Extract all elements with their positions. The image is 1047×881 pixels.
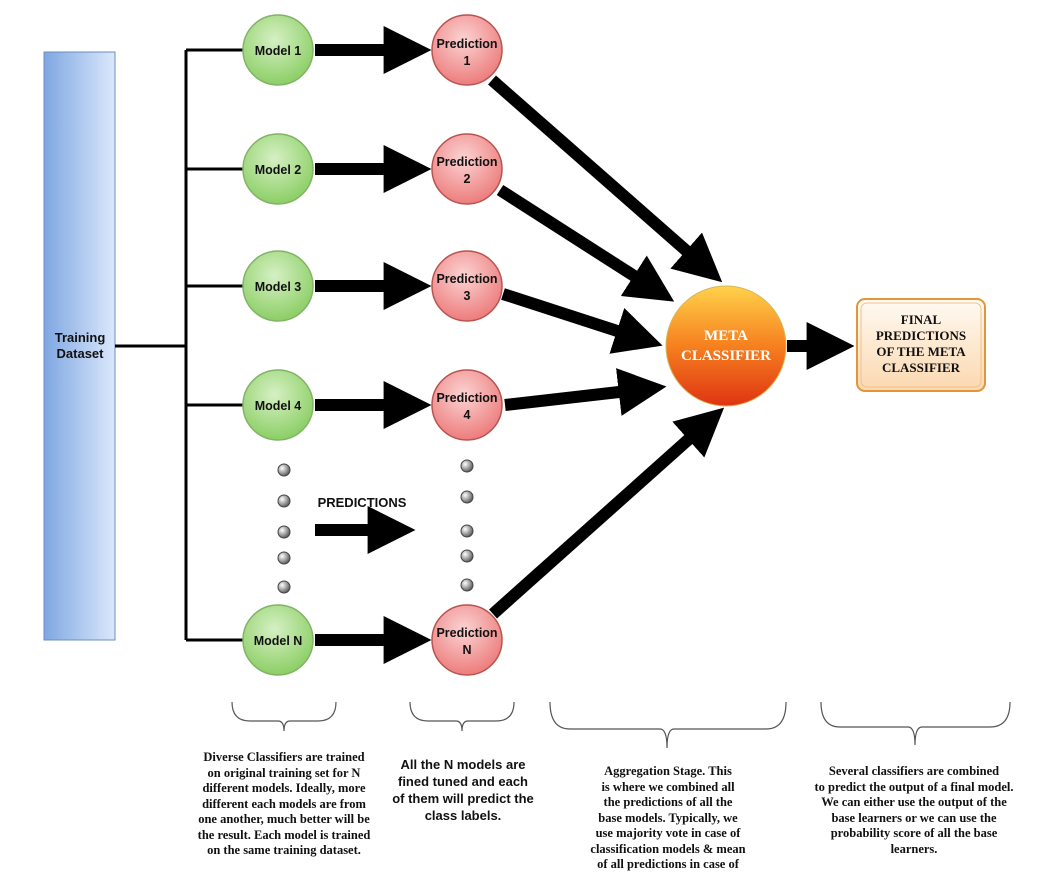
model-node-label: Model 1 <box>255 44 302 58</box>
prediction-node-label-line2: 4 <box>464 408 471 422</box>
final-predictions-line1: FINAL <box>901 312 942 327</box>
predictions-caption: All the N models are fined tuned and eac… <box>392 757 534 823</box>
final-predictions-box: FINAL PREDICTIONS OF THE META CLASSIFIER <box>856 298 986 392</box>
prediction-node-label-line1: Prediction <box>436 391 497 405</box>
aggregation-brace <box>549 701 787 749</box>
prediction-node-label-line1: Prediction <box>436 272 497 286</box>
model-node-label: Model N <box>254 634 303 648</box>
predictions-label: PREDICTIONS <box>318 495 407 510</box>
prediction-node-label-line1: Prediction <box>436 626 497 640</box>
prediction-node-3: Prediction 3 <box>431 250 503 322</box>
final-predictions-line4: CLASSIFIER <box>882 360 961 375</box>
meta-classifier-label-line1: META <box>704 328 748 344</box>
model-node-1: Model 1 <box>242 14 314 86</box>
prediction-node-label-line1: Prediction <box>436 37 497 51</box>
prediction-node-label-line2: 2 <box>464 172 471 186</box>
model-to-prediction-arrows <box>315 26 432 664</box>
models-caption: Diverse Classifiers are trained on origi… <box>197 750 371 857</box>
meta-classifier-label-line2: CLASSIFIER <box>681 348 771 364</box>
model-node-3: Model 3 <box>242 250 314 322</box>
predictions-brace <box>409 701 515 732</box>
final-brace <box>820 701 1011 746</box>
prediction-node-label-line1: Prediction <box>436 155 497 169</box>
prediction-node-1: Prediction 1 <box>431 14 503 86</box>
prediction-node-label-line2: N <box>462 643 471 657</box>
prediction-node-n: Prediction N <box>431 604 503 676</box>
meta-classifier-node: META CLASSIFIER <box>665 285 787 407</box>
model-node-n: Model N <box>242 604 314 676</box>
prediction-node-label-line2: 3 <box>464 289 471 303</box>
model-node-4: Model 4 <box>242 369 314 441</box>
aggregation-caption: Aggregation Stage. This is where we comb… <box>590 764 746 871</box>
dataset-to-models-connector <box>115 48 243 642</box>
model-node-2: Model 2 <box>242 133 314 205</box>
training-dataset-label-line1: Training <box>55 330 106 345</box>
prediction-node-4: Prediction 4 <box>431 369 503 441</box>
prediction-to-meta-arrows <box>488 75 725 619</box>
prediction-node-2: Prediction 2 <box>431 133 503 205</box>
predictions-ellipsis-dots <box>460 459 474 592</box>
prediction-node-label-line2: 1 <box>464 54 471 68</box>
final-predictions-line3: OF THE META <box>876 344 966 359</box>
final-caption: Several classifiers are combined to pred… <box>814 764 1014 856</box>
section-braces <box>231 701 1011 749</box>
model-node-label: Model 3 <box>255 280 302 294</box>
training-dataset-block: Training Dataset <box>43 51 116 641</box>
model-node-label: Model 2 <box>255 163 302 177</box>
final-predictions-line2: PREDICTIONS <box>876 328 966 343</box>
training-dataset-label-line2: Dataset <box>57 346 105 361</box>
models-ellipsis-dots <box>277 463 291 594</box>
models-brace <box>231 701 337 732</box>
model-node-label: Model 4 <box>255 399 302 413</box>
